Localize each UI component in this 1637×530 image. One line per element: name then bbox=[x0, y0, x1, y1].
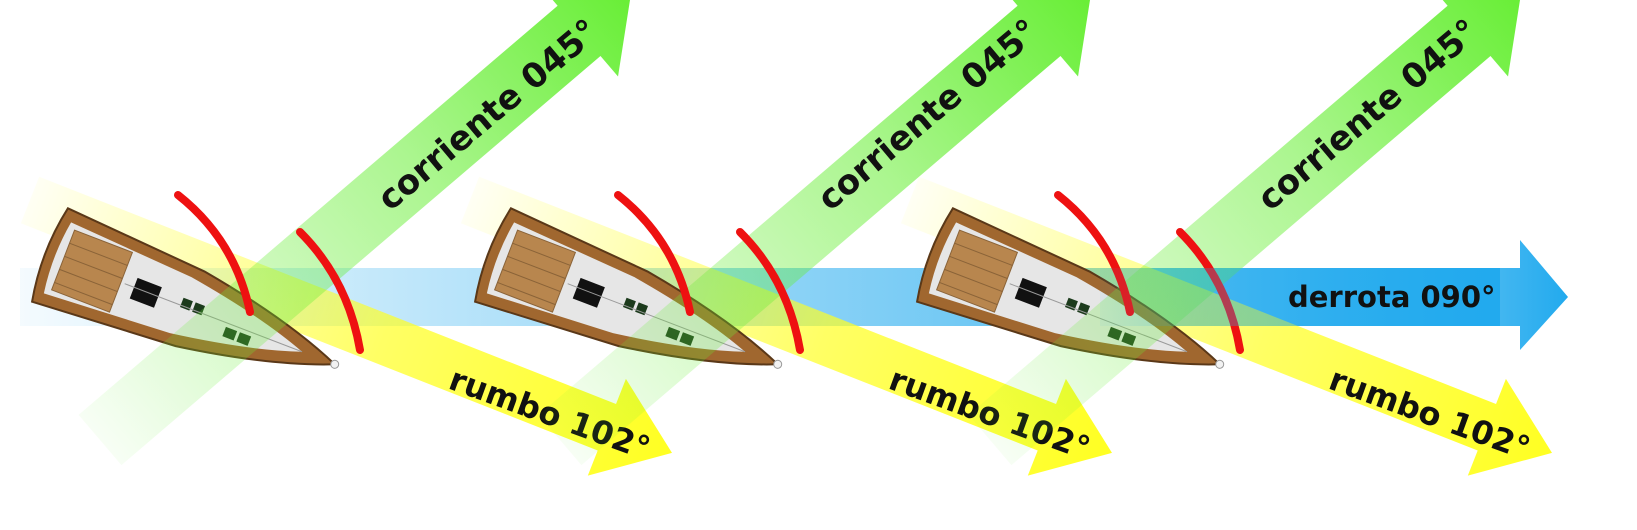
heading-arrow bbox=[460, 176, 1112, 476]
heading-arrow-body bbox=[460, 176, 1112, 476]
heading-arrow-body bbox=[900, 176, 1552, 476]
red-mark bbox=[296, 228, 364, 354]
heading-arrow bbox=[20, 176, 672, 476]
current-arrow-body bbox=[538, 0, 1093, 466]
track-label: derrota 090° bbox=[1288, 280, 1496, 314]
red-mark bbox=[614, 191, 694, 316]
heading-arrow bbox=[900, 176, 1552, 476]
current-arrow-body bbox=[78, 0, 633, 466]
current-arrow bbox=[968, 0, 1523, 466]
current-arrow bbox=[538, 0, 1093, 466]
current-label: corriente 045° bbox=[1250, 11, 1486, 218]
current-arrow bbox=[78, 0, 633, 466]
heading-arrow-body bbox=[20, 176, 672, 476]
red-mark bbox=[736, 228, 804, 354]
current-arrow-body bbox=[968, 0, 1523, 466]
track-arrow bbox=[1100, 240, 1568, 350]
red-mark bbox=[174, 191, 254, 316]
